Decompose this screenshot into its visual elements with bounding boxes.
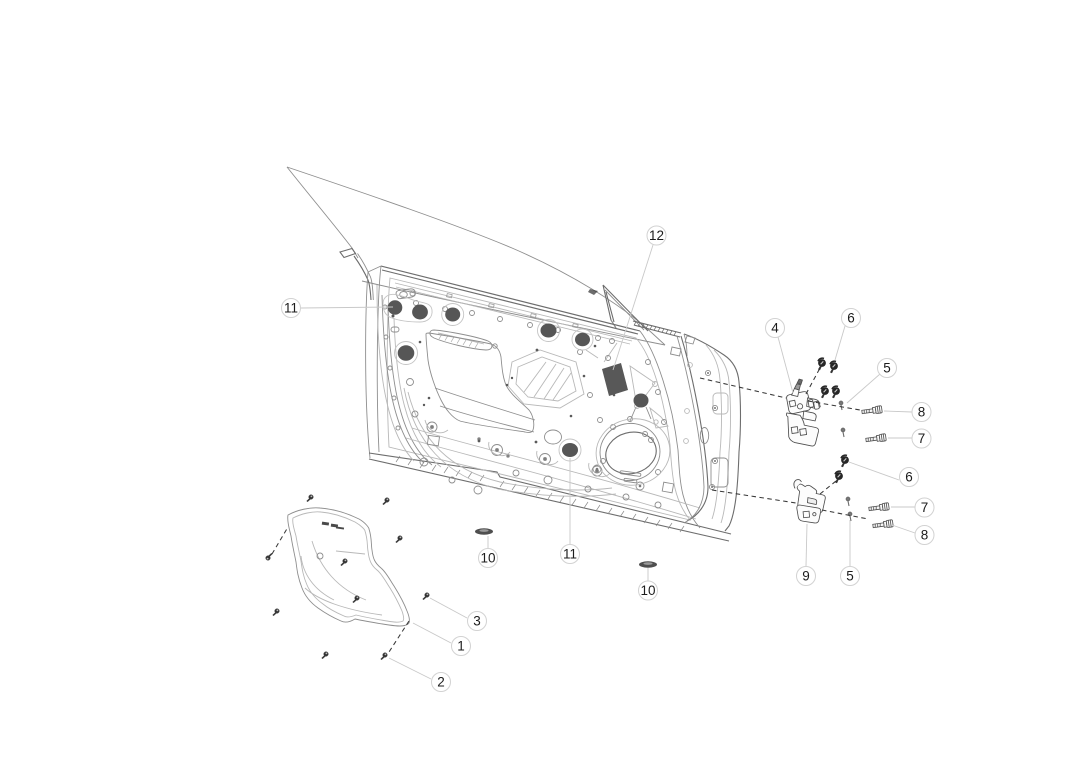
- svg-text:8: 8: [918, 405, 926, 420]
- svg-text:10: 10: [640, 583, 655, 598]
- svg-text:12: 12: [649, 228, 664, 243]
- svg-text:5: 5: [883, 361, 891, 376]
- svg-text:8: 8: [921, 528, 929, 543]
- svg-text:11: 11: [563, 547, 577, 562]
- svg-text:9: 9: [802, 569, 810, 584]
- svg-text:1: 1: [457, 639, 465, 654]
- svg-text:10: 10: [480, 551, 495, 566]
- svg-text:3: 3: [473, 614, 481, 629]
- svg-text:7: 7: [921, 500, 929, 515]
- svg-text:5: 5: [846, 569, 854, 584]
- svg-text:6: 6: [905, 470, 913, 485]
- svg-text:6: 6: [847, 311, 855, 326]
- svg-text:4: 4: [771, 321, 779, 336]
- svg-text:7: 7: [918, 431, 926, 446]
- svg-text:2: 2: [437, 675, 445, 690]
- svg-text:11: 11: [284, 301, 298, 316]
